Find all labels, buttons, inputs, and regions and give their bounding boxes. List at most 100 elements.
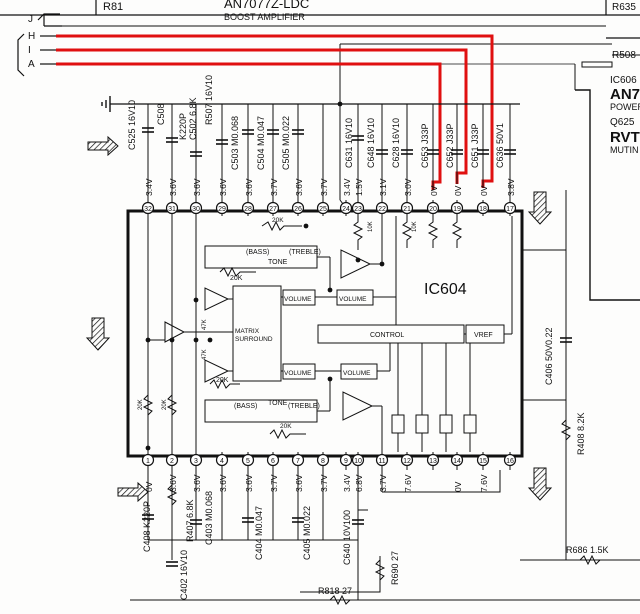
control-label: CONTROL <box>370 332 404 339</box>
volume-label-1: VOLUME <box>284 296 312 303</box>
ic-block-labels: (BASS) (TREBLE) TONE (BASS) (TREBLE) TON… <box>138 217 493 430</box>
bottom-pin-circle <box>215 453 229 467</box>
top-pin-number: 25 <box>319 206 327 213</box>
top-capacitors <box>142 127 516 157</box>
top-pin-voltage: 0V <box>429 185 439 196</box>
label-r818: R818 27 <box>318 586 352 596</box>
bottom-pin-voltage: 0V <box>453 481 463 492</box>
bottom-pin-number: 13 <box>429 458 437 465</box>
label-c404: C404 M0.047 <box>254 506 264 560</box>
top-pin-circle <box>450 201 464 215</box>
top-pin-number: 24 <box>342 206 350 213</box>
label-c402: C402 16V10 <box>179 550 189 600</box>
top-pin-number: 17 <box>506 206 514 213</box>
top-pin-voltage: 3.8V <box>506 178 516 196</box>
r10k-b: 10K <box>412 221 418 232</box>
chip-part-label: AN7077Z-LDC <box>224 0 309 11</box>
bottom-pin-voltage: 3.7V <box>319 474 329 492</box>
side-20k-a: 20K <box>138 399 144 410</box>
bottom-pin-circle <box>291 453 305 467</box>
label-c504: C504 M0.047 <box>256 116 266 170</box>
bottom-pin-circle <box>241 453 255 467</box>
label-c631: C631 16V10 <box>344 118 354 168</box>
bottom-pin-circle <box>141 453 155 467</box>
top-pin-circle <box>375 201 389 215</box>
label-r690: R690 27 <box>390 551 400 585</box>
top-component-labels: C525 16V10 C508 K220P C502 6.8K R507 16V… <box>127 75 505 170</box>
connector-label-j: J <box>28 14 33 25</box>
vref-label: VREF <box>474 332 493 339</box>
bottom-pin-circle <box>316 453 330 467</box>
top-pin-number: 27 <box>269 206 277 213</box>
top-pin-number: 21 <box>403 206 411 213</box>
bottom-component-labels: C408 K220P C408 K220P R407 6.8K C403 M0.… <box>142 327 609 600</box>
label-c408: C408 K220P <box>142 501 152 552</box>
label-c525: C525 16V10 <box>127 100 137 150</box>
label-k220p: K220P <box>178 113 188 140</box>
bottom-pin-number: 3 <box>194 458 198 465</box>
label-c405: C405 M0.022 <box>302 506 312 560</box>
top-pin-number: 29 <box>218 206 226 213</box>
top-pin-number: 23 <box>354 206 362 213</box>
bottom-pin-voltage: 3.6V <box>192 474 202 492</box>
label-c505: C505 M0.022 <box>281 116 291 170</box>
top-pin-circle <box>351 201 365 215</box>
label-r686: R686 1.5K <box>566 545 609 555</box>
label-r407: R407 6.8K <box>185 499 195 542</box>
label-c406: C406 50V0.22 <box>544 327 554 385</box>
bottom-pin-voltage: 3.7V <box>269 474 279 492</box>
top-pin-circle <box>189 201 203 215</box>
bottom-resistors <box>166 419 601 606</box>
tone-bottom-label: TONE <box>268 400 288 407</box>
top-pin-circle <box>141 201 155 215</box>
top-pin-voltage: 3.6V <box>294 178 304 196</box>
top-component-leads <box>147 104 511 209</box>
bottom-pin-number: 7 <box>296 458 300 465</box>
top-pin-voltage: 3.4V <box>144 178 154 196</box>
ic604-name: IC604 <box>424 281 467 298</box>
r47k-b: 47K <box>202 349 208 360</box>
bottom-pin-number: 9 <box>344 458 348 465</box>
bottom-pin-voltage: 0V <box>144 481 154 492</box>
top-pin-voltage: 3.6V <box>244 178 254 196</box>
top-pin-circle <box>400 201 414 215</box>
treble-bottom-label: (TREBLE) <box>288 403 320 410</box>
an7-label: AN7 <box>610 86 640 103</box>
bottom-pin-circle <box>375 453 389 467</box>
power-label: POWER <box>610 102 640 112</box>
bottom-pin-circle <box>189 453 203 467</box>
bottom-pin-number: 1 <box>146 458 150 465</box>
r10k-a: 10K <box>368 221 374 232</box>
bottom-pin-number: 10 <box>354 458 362 465</box>
connector-label-a: A <box>28 59 35 70</box>
bottom-pin-circle <box>476 453 490 467</box>
bottom-pin-number: 15 <box>479 458 487 465</box>
volume-label-3: VOLUME <box>284 370 312 377</box>
bottom-pin-circle <box>339 453 353 467</box>
bottom-pin-number: 2 <box>170 458 174 465</box>
top-pin-voltage: 1.5V <box>354 178 364 196</box>
top-pin-number: 18 <box>479 206 487 213</box>
surround-label: SURROUND <box>235 336 273 343</box>
bottom-pin-voltage: 6.8V <box>354 474 364 492</box>
bottom-pin-voltage: 3.7V <box>378 474 388 492</box>
bottom-pin-voltage: 7.6V <box>403 474 413 492</box>
label-c628: C628 16V10 <box>391 118 401 168</box>
top-pin-circle <box>339 201 353 215</box>
mutin-label: MUTIN <box>610 145 639 155</box>
top-pin-voltage: 3.0V <box>403 178 413 196</box>
bottom-pin-number: 16 <box>506 458 514 465</box>
tone-top-label: TONE <box>268 259 288 266</box>
bottom-pin-circle <box>426 453 440 467</box>
top-pin-number: 31 <box>168 206 176 213</box>
label-c403: C403 M0.068 <box>204 491 214 545</box>
r20k-top: 20K <box>272 217 284 224</box>
top-pin-circle <box>503 201 517 215</box>
bottom-pin-number: 11 <box>378 458 385 465</box>
top-pin-voltage: 0V <box>479 185 489 196</box>
ic604-package: IC604 <box>126 209 524 458</box>
ic-internal-blocks <box>142 216 513 452</box>
top-pin-number: 26 <box>294 206 302 213</box>
